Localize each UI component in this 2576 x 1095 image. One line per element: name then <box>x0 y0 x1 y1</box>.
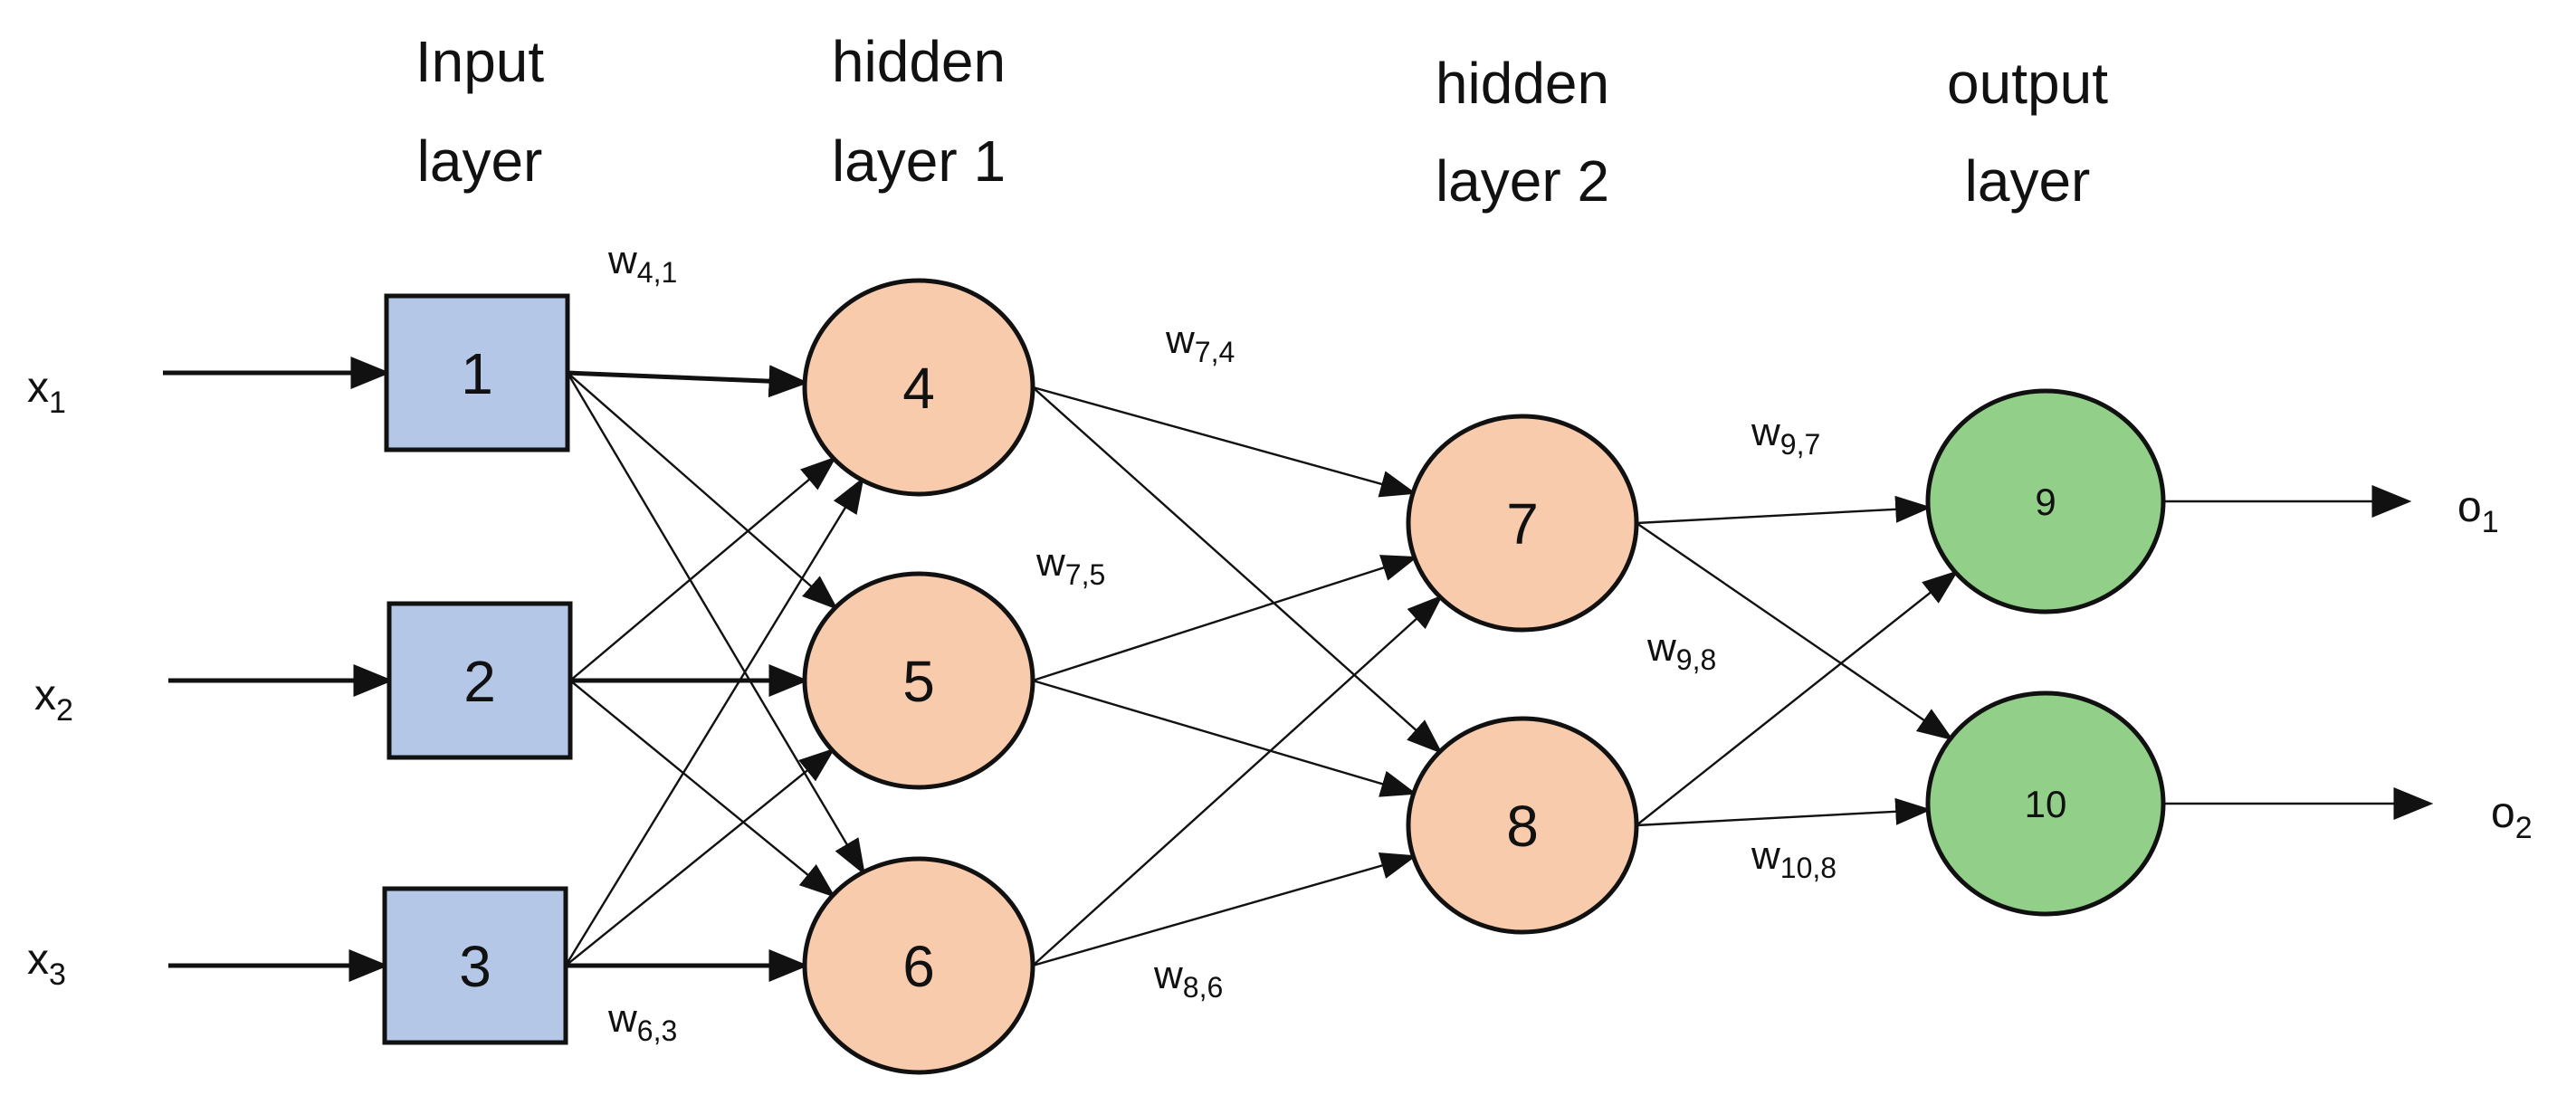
header-hidden1-line-1: hidden <box>832 29 1006 94</box>
weight-label-w63: w6,3 <box>607 996 677 1047</box>
input-label-2: x2 <box>34 671 73 728</box>
weight-label-w41: w4,1 <box>607 238 677 289</box>
edge-6-to-7 <box>1032 595 1444 966</box>
edge-4-to-7 <box>1032 386 1417 498</box>
node-1-square <box>384 293 570 452</box>
edge-6-to-8 <box>1032 852 1417 967</box>
header-input-line-1: Input <box>415 29 545 94</box>
header-output-line-2: layer <box>1965 148 2091 214</box>
node-5-circle <box>802 571 1035 790</box>
node-3-label: 3 <box>459 934 491 999</box>
weight-labels: w4,1 w7,4 w7,5 w9,7 w9,8 w10,8 w6,3 w8,6 <box>607 238 1837 1047</box>
weight-label-w108: w10,8 <box>1751 833 1837 884</box>
node-3-square <box>382 886 568 1045</box>
node-7-label: 7 <box>1506 491 1539 557</box>
edge-3-to-4 <box>564 477 864 966</box>
node-2-square <box>386 601 573 760</box>
edge-7-to-10 <box>1636 522 1954 741</box>
edge-1-to-4 <box>567 365 809 398</box>
input-label-1: x1 <box>27 364 66 420</box>
layer-headers: Input layer hidden layer 1 hidden layer 2 outp… <box>415 29 2108 214</box>
node-6-label: 6 <box>902 934 935 999</box>
weight-label-w75: w7,5 <box>1035 540 1105 591</box>
output-label-1: o1 <box>2457 483 2499 539</box>
edge-4-to-8 <box>1032 386 1443 755</box>
node-10: 10 <box>1925 690 2166 917</box>
input-output-arrows: x1 x2 x3 o1 o2 <box>27 357 2533 992</box>
edge-3-to-5 <box>565 747 835 966</box>
edge-2-to-4 <box>569 456 837 681</box>
node-7-circle <box>1406 414 1639 633</box>
output-label-2: o2 <box>2491 789 2533 845</box>
node-5: 5 <box>802 571 1035 790</box>
node-7: 7 <box>1406 414 1639 633</box>
network-nodes: 1 2 3 4 5 6 7 8 9 10 <box>382 278 2166 1075</box>
edge-2-to-6 <box>569 680 836 898</box>
edge-5-to-7 <box>1032 555 1418 682</box>
node-8-circle <box>1406 716 1639 935</box>
node-2: 2 <box>386 601 573 760</box>
node-9: 9 <box>1925 388 2166 614</box>
edge-5-to-8 <box>1032 679 1417 797</box>
header-hidden1-line-2: layer 1 <box>832 129 1006 194</box>
node-9-label: 9 <box>2035 481 2056 523</box>
node-6-circle <box>802 856 1035 1075</box>
header-hidden2-line-2: layer 2 <box>1436 148 1609 214</box>
header-hidden2-line-1: hidden <box>1436 51 1609 116</box>
node-10-label: 10 <box>2025 783 2067 825</box>
node-8: 8 <box>1406 716 1639 935</box>
weight-label-w86: w8,6 <box>1153 953 1223 1004</box>
node-9-circle <box>1925 388 2166 614</box>
edge-1-to-5 <box>567 372 839 611</box>
weight-label-w97: w9,7 <box>1751 410 1820 461</box>
node-2-label: 2 <box>463 649 496 714</box>
header-output-line-1: output <box>1947 51 2108 116</box>
node-4: 4 <box>802 278 1035 497</box>
node-4-circle <box>802 278 1035 497</box>
weight-label-w98: w9,8 <box>1646 625 1716 676</box>
node-10-circle <box>1925 690 2166 917</box>
input-label-3: x3 <box>27 936 66 992</box>
edge-8-to-9 <box>1636 570 1959 826</box>
weight-label-w74: w7,4 <box>1165 318 1235 368</box>
edge-7-to-9 <box>1636 495 1932 525</box>
edge-1-to-6 <box>566 372 865 876</box>
edge-8-to-10 <box>1636 797 1932 827</box>
node-5-label: 5 <box>902 649 935 714</box>
node-1-label: 1 <box>461 341 493 406</box>
node-8-label: 8 <box>1506 794 1539 859</box>
node-4-label: 4 <box>902 356 935 421</box>
node-3: 3 <box>382 886 568 1045</box>
header-input-line-2: layer <box>417 129 543 194</box>
connection-edges <box>564 365 1959 982</box>
node-6: 6 <box>802 856 1035 1075</box>
node-1: 1 <box>384 293 570 452</box>
